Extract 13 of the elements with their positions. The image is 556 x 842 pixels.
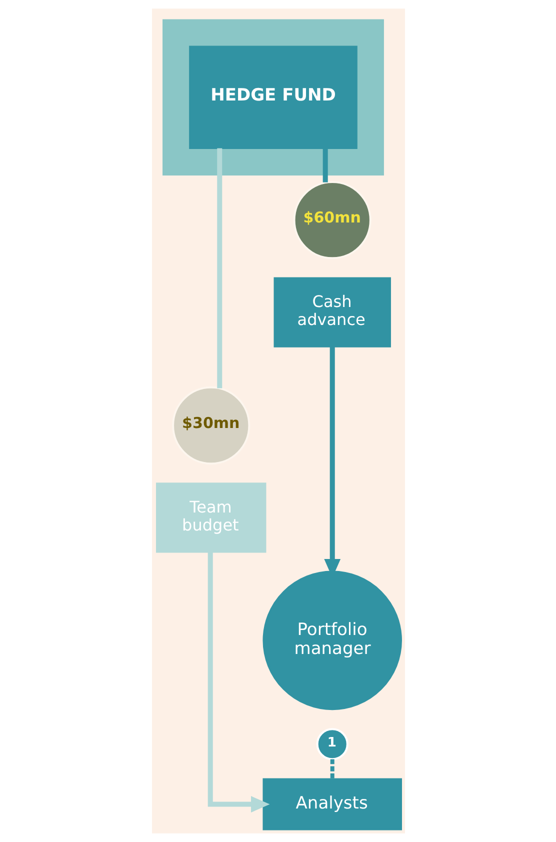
node-box: HEDGE FUND bbox=[188, 46, 357, 149]
node-circle: Portfolio manager bbox=[262, 570, 402, 710]
connector bbox=[322, 148, 328, 182]
node-box: Team budget bbox=[156, 482, 266, 553]
arrow bbox=[207, 552, 270, 812]
node-circle: $30mn bbox=[172, 386, 250, 465]
node-box: Cash advance bbox=[273, 277, 390, 348]
node-circle: $60mn bbox=[292, 181, 371, 260]
connector bbox=[216, 148, 222, 388]
node-box: Analysts bbox=[262, 778, 402, 830]
connector bbox=[330, 759, 334, 780]
node-circle: 1 bbox=[316, 728, 348, 760]
cluster bbox=[162, 19, 384, 176]
